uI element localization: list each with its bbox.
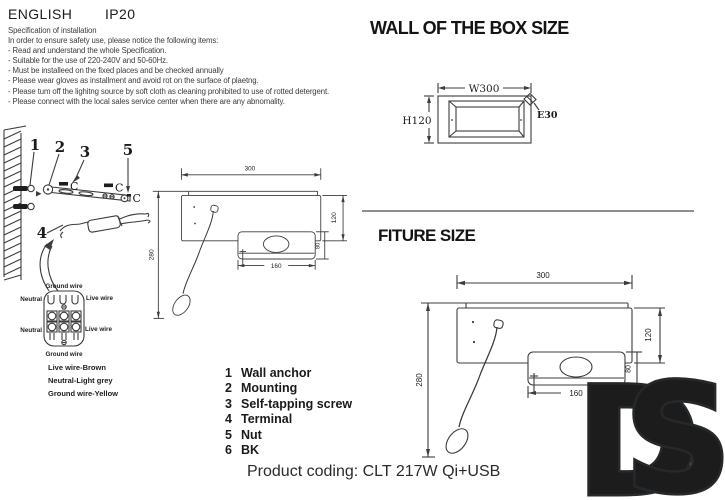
parts-list-item: 3 Self-tapping screw <box>222 397 352 412</box>
fixture-width-dim: 300 <box>181 166 322 180</box>
pointer-icon <box>36 191 42 197</box>
fixture-height-dim: 120 <box>322 195 348 242</box>
fixture-total-height-label: 280 <box>415 373 424 387</box>
wall-box-size-title: WALL OF THE BOX SIZE <box>370 18 569 38</box>
part-number: 5 <box>225 427 232 442</box>
legend-ground-wire: Ground wire-Yellow <box>48 389 118 398</box>
fixture-width-label: 300 <box>245 166 256 173</box>
part-label: Self-tapping screw <box>241 396 353 411</box>
installation-diagram: 1 2 3 5 4 C C <box>3 125 151 398</box>
wall-box-height-dim: H120 <box>402 95 434 144</box>
fixture-total-height-label: 280 <box>149 249 156 260</box>
fixture-height-label: 120 <box>331 212 338 223</box>
part-number: 3 <box>225 396 232 411</box>
wall-section <box>3 125 27 281</box>
fixture-size-title: FITURE SIZE <box>378 226 476 245</box>
part-label: Terminal <box>241 412 293 427</box>
parts-list-item: 6 BK <box>222 443 352 458</box>
wall-box-width-dim: W300 <box>437 83 532 95</box>
terminal-icon <box>59 212 151 239</box>
callout-leaders <box>29 151 130 234</box>
specification-block: Specification of installation In order t… <box>8 26 329 107</box>
section-divider <box>362 210 694 212</box>
fixture-height-dim: 120 <box>634 307 665 364</box>
spec-item: - Read and understand the whole Specific… <box>8 46 167 56</box>
wire-label-live-top: Live wire <box>86 295 113 302</box>
tray-height-dim: 80 <box>626 351 642 386</box>
tray-height-label: 80 <box>316 243 322 249</box>
cable-curve <box>39 239 59 292</box>
ip-rating-label: IP20 <box>105 6 136 22</box>
callout-1: 1 <box>30 136 40 154</box>
part-label: Nut <box>241 427 262 442</box>
parts-list-item: 2 Mounting <box>222 381 352 396</box>
fixture-drawing-small: 300 280 120 <box>149 166 348 319</box>
reading-light-arm <box>172 204 219 316</box>
fixture-tray <box>237 231 316 260</box>
wall-box-width-label: W300 <box>469 83 500 95</box>
fixture-total-height-dim: 280 <box>415 302 466 458</box>
screw-icons: C C C <box>59 180 141 205</box>
tray-height-label: 80 <box>626 365 633 373</box>
spec-item: - Must be installeed on the fixed places… <box>8 66 224 76</box>
tray-width-label: 160 <box>271 263 282 270</box>
wire-label-ground-top: Ground wire <box>45 283 83 290</box>
wall-box-depth-dim: E30 <box>523 92 558 121</box>
tray-width-dim: 160 <box>527 373 626 398</box>
spec-item: - Suitable for the use of 220-240V and 5… <box>8 56 168 66</box>
parts-list: 1 Wall anchor 2 Mounting 3 Self-tapping scr… <box>222 366 352 458</box>
part-number: 1 <box>225 366 232 380</box>
wall-box-outline <box>437 95 532 144</box>
part-number: 6 <box>225 443 232 458</box>
tray-width-dim: 160 <box>237 249 316 270</box>
legend-live-wire: Live wire-Brown <box>48 363 106 372</box>
callout-2: 2 <box>55 138 65 156</box>
callout-5: 5 <box>123 141 133 159</box>
logo-letter-d: D <box>576 374 701 500</box>
callout-3: 3 <box>80 143 90 161</box>
logo-letter-s: S <box>624 374 725 500</box>
spec-intro: In order to ensure safety use, please no… <box>8 36 219 46</box>
screw-glyph: C <box>70 180 78 193</box>
spec-item: - Please wear gloves as installment and … <box>8 76 259 86</box>
wire-label-live-bottom: Live wire <box>85 326 112 333</box>
ds-logo: D S <box>576 374 725 500</box>
part-number: 2 <box>225 381 232 396</box>
parts-list-item: 1 Wall anchor <box>222 366 352 381</box>
wire-label-neutral-top: Neutral <box>20 296 42 303</box>
part-label: Mounting <box>241 381 298 396</box>
legend-neutral-wire: Neutral-Light grey <box>48 376 113 385</box>
reading-light-arm <box>445 319 504 454</box>
spec-title: Specification of installation <box>8 26 97 35</box>
wall-anchor-icons <box>13 184 35 211</box>
mounting-bracket <box>36 184 131 203</box>
language-label: ENGLISH <box>8 6 73 22</box>
part-label: Wall anchor <box>241 366 312 380</box>
wall-box-drawing: W300 H120 E30 <box>402 83 558 144</box>
screw-glyph: C <box>115 182 123 195</box>
fixture-total-height-dim: 280 <box>149 190 189 319</box>
parts-list-item: 4 Terminal <box>222 412 352 427</box>
spec-item: - Please connect with the local sales se… <box>8 96 285 106</box>
product-coding: Product coding: CLT 217W Qi+USB <box>247 463 501 480</box>
fixture-height-label: 120 <box>644 328 653 342</box>
parts-list-item: 5 Nut <box>222 428 352 443</box>
part-number: 4 <box>225 412 232 427</box>
nut-glyph: C <box>133 192 141 205</box>
wire-label-ground-bottom: Ground wire <box>45 351 83 358</box>
part-label: BK <box>241 443 260 458</box>
tray-height-dim: 80 <box>316 231 329 260</box>
wire-label-neutral-bottom: Neutral <box>20 327 42 334</box>
fixture-width-dim: 300 <box>456 271 633 289</box>
fixture-drawing-large: 300 280 120 <box>415 271 665 458</box>
fixture-tray <box>527 351 626 386</box>
wall-box-depth-label: E30 <box>537 110 558 121</box>
fixture-width-label: 300 <box>536 271 550 280</box>
connector-block <box>43 290 85 347</box>
callout-4: 4 <box>37 224 47 242</box>
spec-item: - Please tum off the lighitng source by … <box>8 86 330 96</box>
tray-width-label: 160 <box>569 389 583 398</box>
wall-box-height-label: H120 <box>402 115 431 127</box>
